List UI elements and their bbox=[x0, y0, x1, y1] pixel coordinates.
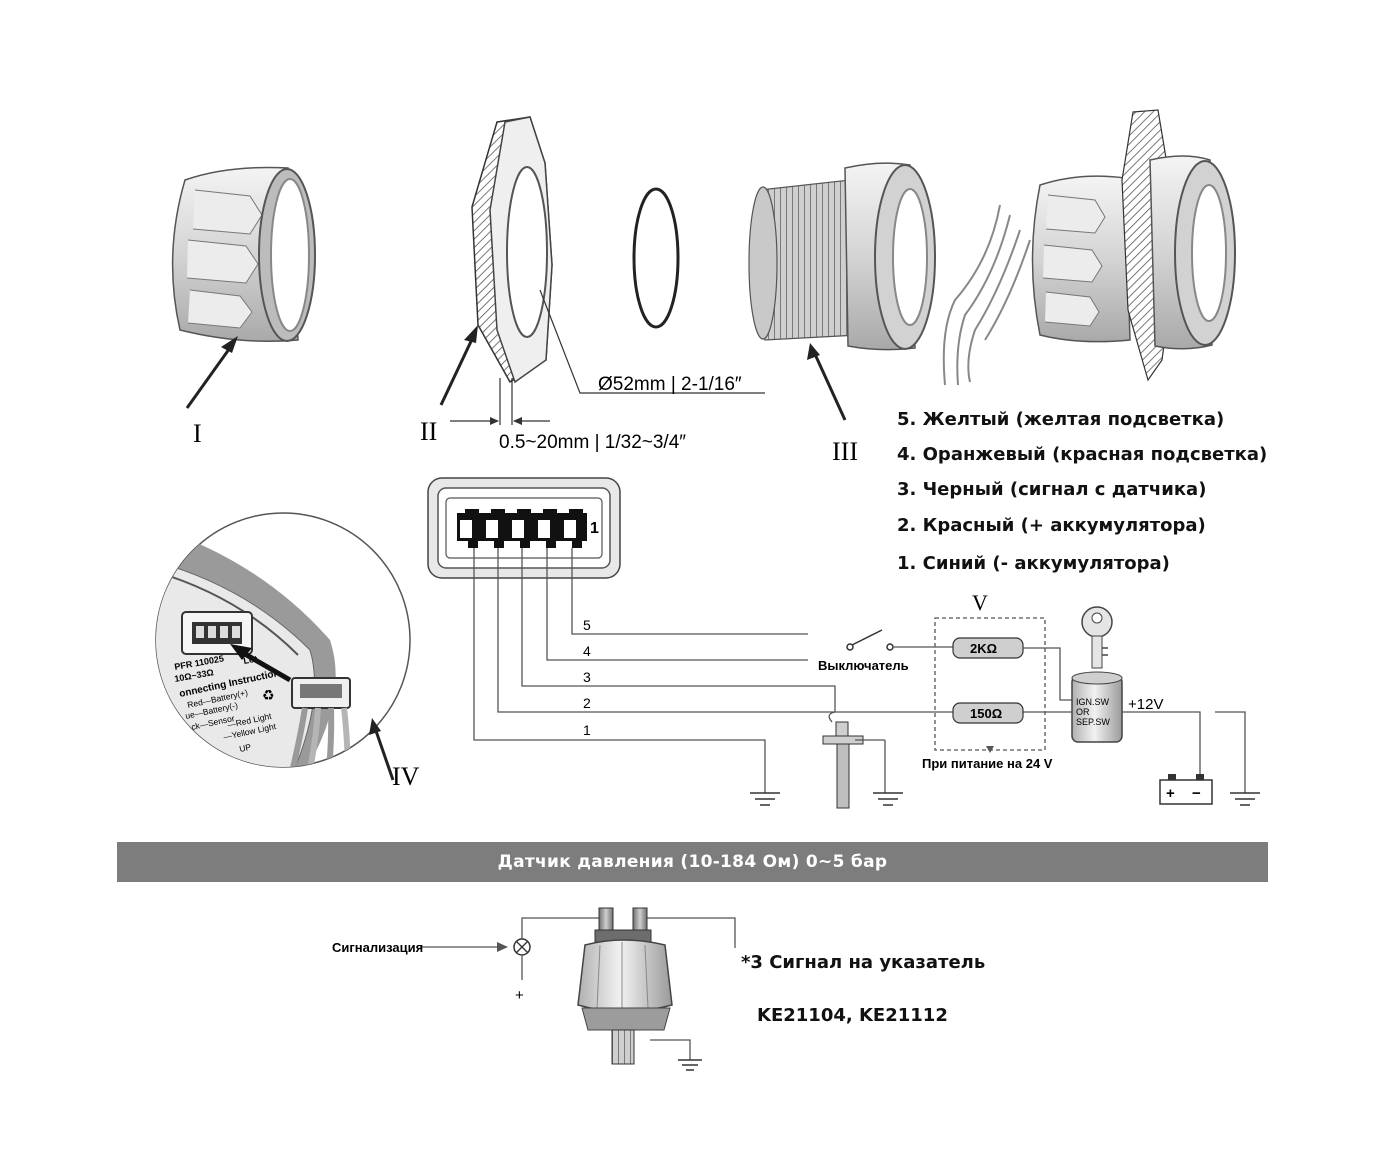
alarm-label: Сигнализация bbox=[332, 940, 423, 955]
wire-number-2: 2 bbox=[583, 695, 591, 711]
part-plate bbox=[471, 116, 553, 384]
recycle-icon: ♻ bbox=[262, 687, 275, 703]
part-threaded-nut bbox=[748, 162, 936, 351]
o-ring bbox=[632, 187, 680, 329]
wire-number-1: 1 bbox=[583, 722, 591, 738]
ground-symbol bbox=[750, 792, 780, 806]
resistor-2k-label: 2KΩ bbox=[970, 641, 997, 656]
note-24v: При питание на 24 V bbox=[922, 756, 1053, 771]
label-part-v: V bbox=[972, 590, 988, 615]
wire-number-4: 4 bbox=[583, 643, 591, 659]
label-part-iii: III bbox=[832, 437, 858, 466]
arrow-part-ii bbox=[439, 334, 476, 406]
label-part-iv: IV bbox=[392, 762, 420, 791]
battery-plus: + bbox=[1166, 785, 1175, 802]
diameter-dimension: Ø52mm | 2-1/16″ bbox=[598, 374, 742, 395]
sending-unit-probe bbox=[822, 711, 886, 809]
ground-symbol bbox=[1230, 792, 1260, 806]
wire-number-3: 3 bbox=[583, 669, 591, 685]
signal-note: *3 Сигнал на указатель bbox=[741, 952, 986, 973]
battery: + − bbox=[1159, 774, 1213, 805]
wire-number-5: 5 bbox=[583, 617, 591, 633]
label-part-i: I bbox=[193, 419, 202, 448]
legend-item-5: 5. Желтый (желтая подсветка) bbox=[897, 409, 1225, 430]
legend-item-2: 2. Красный (+ аккумулятора) bbox=[897, 515, 1206, 536]
model-numbers: KE21104, KE21112 bbox=[757, 1005, 948, 1026]
ground-symbol bbox=[873, 792, 903, 806]
arrow-part-i bbox=[185, 344, 234, 409]
ign-line: SEP.SW bbox=[1076, 717, 1110, 727]
connector-pin-one-mark: 1 bbox=[590, 520, 599, 537]
label-part-ii: II bbox=[420, 417, 437, 446]
connector-block: 1 bbox=[427, 477, 621, 579]
part-bezel bbox=[171, 166, 316, 342]
light-switch bbox=[846, 629, 953, 651]
ignition-switch: IGN.SW OR SEP.SW bbox=[1071, 606, 1123, 743]
inset-line: UP bbox=[238, 742, 252, 754]
resistor-150: 150Ω bbox=[952, 702, 1024, 724]
legend-item-3: 3. Черный (сигнал с датчика) bbox=[897, 479, 1207, 500]
battery-minus: − bbox=[1192, 785, 1201, 802]
switch-label: Выключатель bbox=[818, 658, 909, 673]
assembled-gauge bbox=[942, 109, 1236, 386]
banner-bar bbox=[117, 842, 1268, 882]
ign-line: IGN.SW bbox=[1076, 697, 1110, 707]
resistor-150-label: 150Ω bbox=[970, 706, 1002, 721]
ign-line: OR bbox=[1076, 707, 1090, 717]
supply-voltage-label: +12V bbox=[1128, 696, 1163, 713]
arrow-part-iv bbox=[373, 727, 395, 781]
arrow-part-iii bbox=[812, 351, 847, 421]
inset-back-view: PFR 110025 10Ω~33Ω Lot onnecting Instruc… bbox=[155, 512, 411, 768]
legend-item-4: 4. Оранжевый (красная подсветка) bbox=[897, 444, 1268, 465]
pressure-sender bbox=[420, 907, 736, 1071]
resistor-2k: 2KΩ bbox=[952, 637, 1024, 659]
wire-harness bbox=[473, 548, 1072, 793]
alarm-plus: + bbox=[515, 987, 524, 1004]
banner-title: Датчик давления (10-184 Ом) 0~5 бар bbox=[497, 852, 888, 872]
legend-item-1: 1. Синий (- аккумулятора) bbox=[897, 553, 1170, 574]
thickness-dimension: 0.5~20mm | 1/32~3/4″ bbox=[499, 432, 686, 453]
